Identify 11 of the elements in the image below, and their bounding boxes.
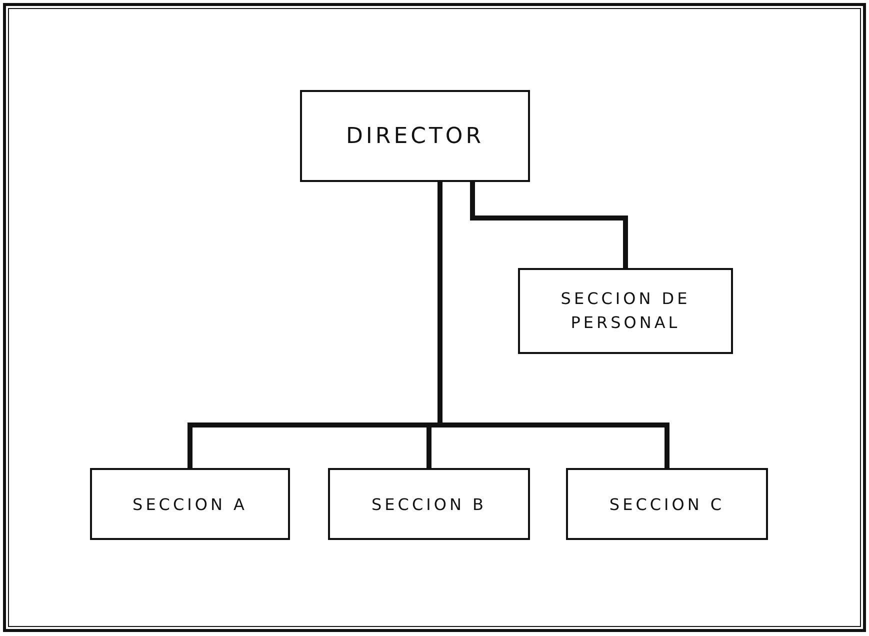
box-label: SECCION A: [132, 494, 248, 514]
box-label: SECCION C: [609, 494, 725, 514]
connector-line: [470, 182, 628, 268]
box-label: SECCION B: [372, 494, 486, 514]
section-box: [566, 468, 768, 540]
box-label: DIRECTOR: [346, 124, 484, 148]
box-label: SECCION DE PERSONAL: [560, 288, 692, 334]
director-box: [300, 90, 530, 182]
section-box: [90, 468, 290, 540]
section-box: [328, 468, 530, 540]
section-box: [518, 268, 733, 354]
